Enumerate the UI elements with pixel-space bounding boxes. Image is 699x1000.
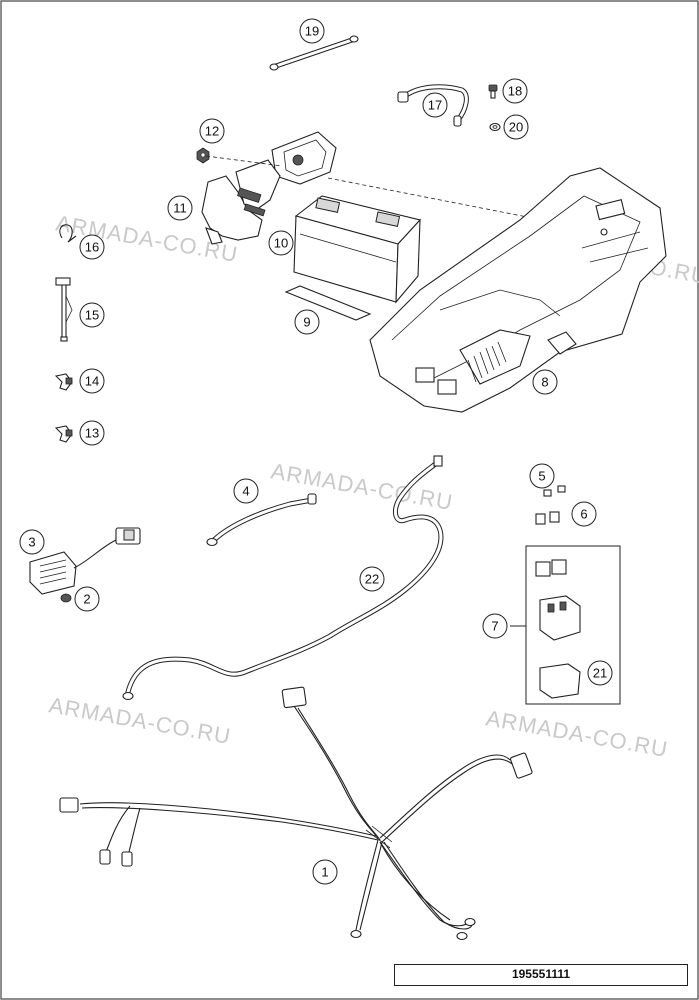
svg-text:1: 1 bbox=[321, 865, 328, 880]
svg-text:6: 6 bbox=[580, 507, 587, 522]
svg-text:4: 4 bbox=[242, 484, 249, 499]
part-20-washer bbox=[489, 122, 501, 132]
callout-10[interactable]: 10 bbox=[268, 230, 294, 256]
watermark-5: ARMADA-CO.RU bbox=[484, 705, 670, 762]
callout-20[interactable]: 20 bbox=[503, 114, 529, 140]
callout-7[interactable]: 7 bbox=[482, 613, 508, 639]
svg-text:8: 8 bbox=[541, 375, 548, 390]
part-13-clip bbox=[54, 425, 73, 443]
part-1-wiring-harness bbox=[59, 686, 533, 941]
part-15-cable-tie bbox=[55, 277, 73, 342]
document-number: 195551111 bbox=[394, 964, 688, 986]
callout-2[interactable]: 2 bbox=[74, 586, 100, 612]
svg-text:10: 10 bbox=[274, 236, 288, 251]
svg-text:13: 13 bbox=[85, 426, 99, 441]
callout-18[interactable]: 18 bbox=[502, 78, 528, 104]
svg-text:11: 11 bbox=[173, 201, 187, 216]
watermark-3: ARMADA-CO.RU bbox=[269, 458, 455, 515]
part-4-cable bbox=[206, 493, 317, 547]
part-10-battery bbox=[293, 195, 422, 304]
callout-14[interactable]: 14 bbox=[79, 368, 105, 394]
svg-text:21: 21 bbox=[593, 666, 607, 681]
callout-4[interactable]: 4 bbox=[233, 478, 259, 504]
svg-text:19: 19 bbox=[305, 24, 319, 39]
svg-text:12: 12 bbox=[205, 124, 219, 139]
svg-text:3: 3 bbox=[28, 535, 35, 550]
part-17-cable bbox=[397, 84, 469, 127]
svg-text:18: 18 bbox=[508, 84, 522, 99]
callout-17[interactable]: 17 bbox=[422, 92, 448, 118]
part-18-bolt bbox=[488, 84, 498, 99]
callout-6[interactable]: 6 bbox=[571, 501, 597, 527]
part-22-cable bbox=[122, 455, 444, 701]
part-12-nut bbox=[196, 147, 210, 164]
part-2-bolt bbox=[60, 593, 72, 603]
svg-text:9: 9 bbox=[303, 315, 310, 330]
part-8-battery-box bbox=[369, 167, 667, 413]
part-6-fuse bbox=[535, 511, 560, 525]
callout-5[interactable]: 5 bbox=[529, 463, 555, 489]
part-11-bracket bbox=[201, 131, 337, 245]
part-14-clip bbox=[54, 373, 73, 391]
callout-3[interactable]: 3 bbox=[19, 529, 45, 555]
callout-1[interactable]: 1 bbox=[312, 859, 338, 885]
part-3-regulator bbox=[29, 527, 141, 595]
part-9-pad bbox=[284, 285, 372, 321]
svg-text:16: 16 bbox=[85, 240, 99, 255]
callout-19[interactable]: 19 bbox=[299, 18, 325, 44]
watermark-4: ARMADA-CO.RU bbox=[47, 692, 233, 749]
svg-text:17: 17 bbox=[428, 98, 442, 113]
svg-text:15: 15 bbox=[85, 308, 99, 323]
callout-12[interactable]: 12 bbox=[199, 118, 225, 144]
part-16-ring bbox=[59, 224, 77, 243]
part-7-relay-group bbox=[525, 545, 621, 705]
part-19-cable bbox=[269, 35, 359, 71]
callout-15[interactable]: 15 bbox=[79, 302, 105, 328]
svg-text:5: 5 bbox=[538, 469, 545, 484]
callout-13[interactable]: 13 bbox=[79, 420, 105, 446]
cooling-fins bbox=[467, 341, 507, 383]
svg-text:7: 7 bbox=[491, 619, 498, 634]
svg-text:20: 20 bbox=[509, 120, 523, 135]
callout-9[interactable]: 9 bbox=[294, 309, 320, 335]
callout-16[interactable]: 16 bbox=[79, 234, 105, 260]
callout-22[interactable]: 22 bbox=[359, 566, 385, 592]
callout-11[interactable]: 11 bbox=[167, 195, 193, 221]
svg-text:22: 22 bbox=[365, 572, 379, 587]
svg-text:14: 14 bbox=[85, 374, 99, 389]
svg-text:2: 2 bbox=[83, 592, 90, 607]
part-5-fuse bbox=[543, 485, 566, 497]
callout-21[interactable]: 21 bbox=[587, 660, 613, 686]
callout-8[interactable]: 8 bbox=[532, 369, 558, 395]
